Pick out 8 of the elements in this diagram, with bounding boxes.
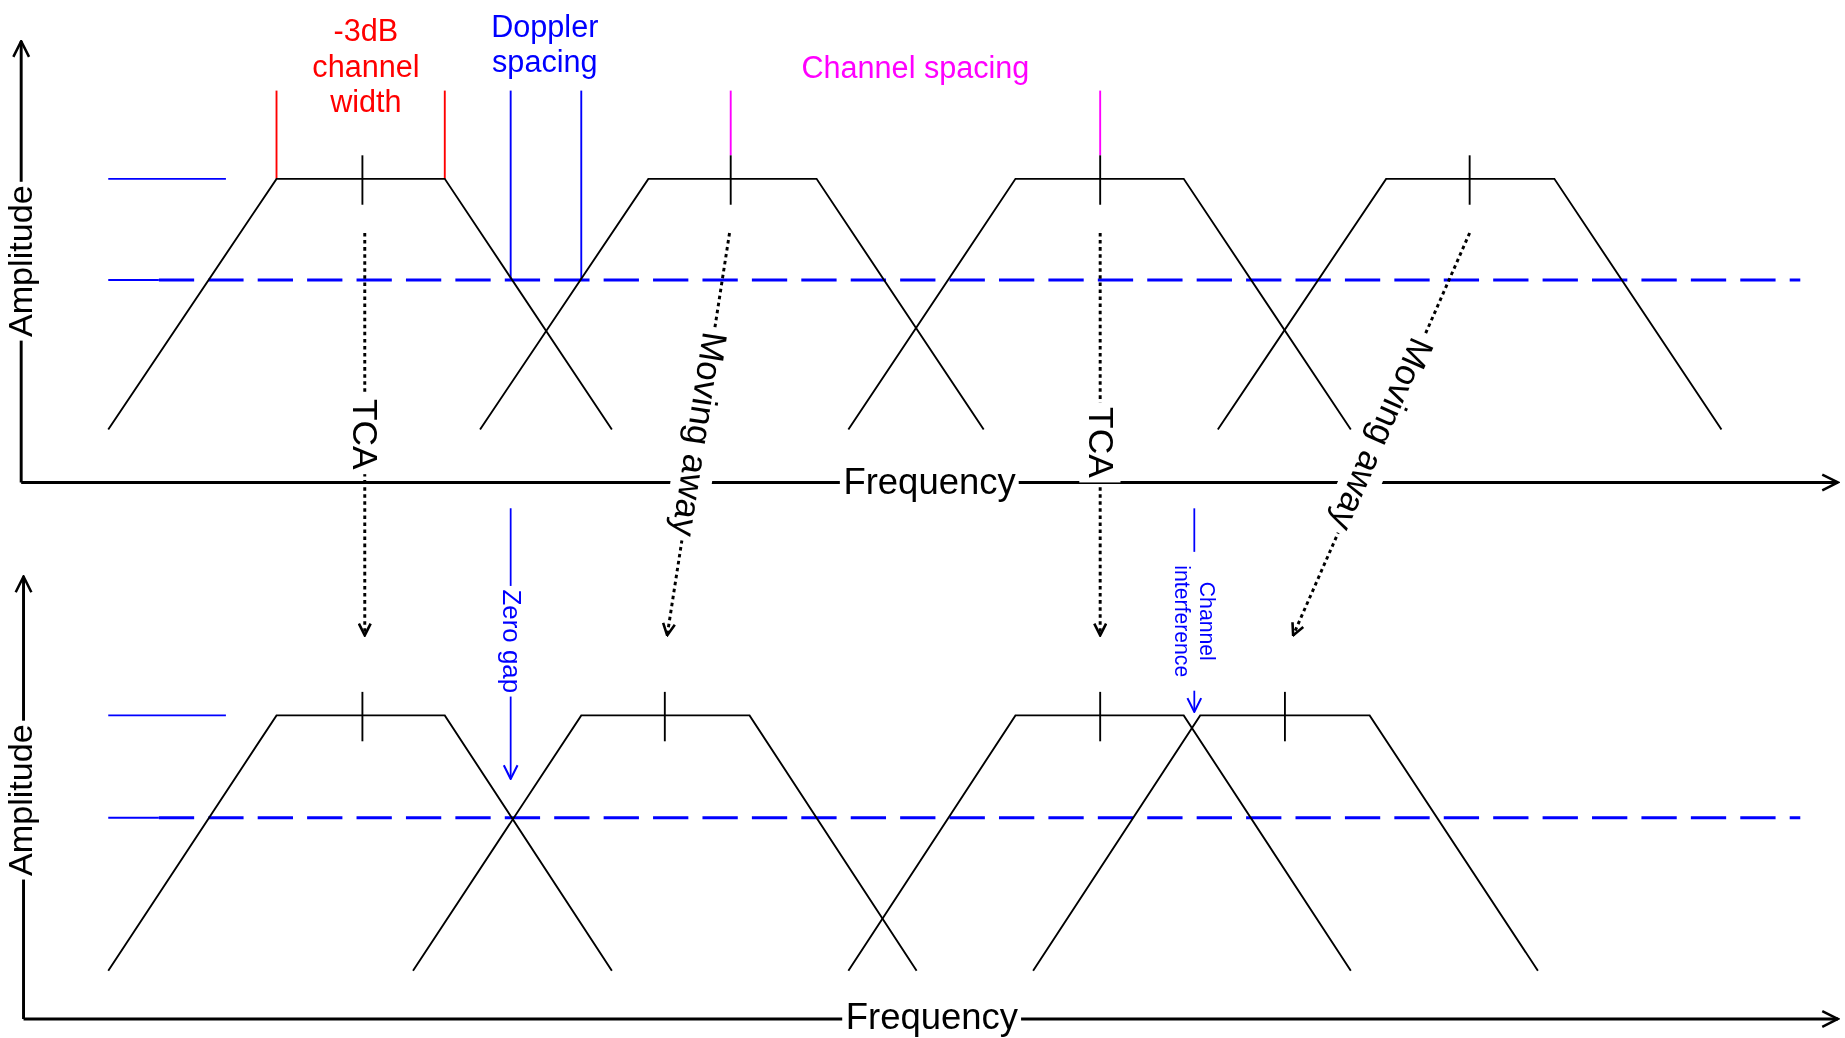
- dimension-label: Channel spacing: [800, 50, 1031, 86]
- channel-trapezoid: [1032, 690, 1539, 972]
- edge-label: TCA: [1079, 402, 1121, 483]
- dimension-label: -3dB channel width: [311, 14, 421, 120]
- dimension-label: Doppler spacing: [490, 9, 600, 80]
- channel-trapezoid: [412, 690, 918, 972]
- channel-trapezoid: [107, 690, 613, 972]
- channel-trapezoid: [847, 690, 1352, 972]
